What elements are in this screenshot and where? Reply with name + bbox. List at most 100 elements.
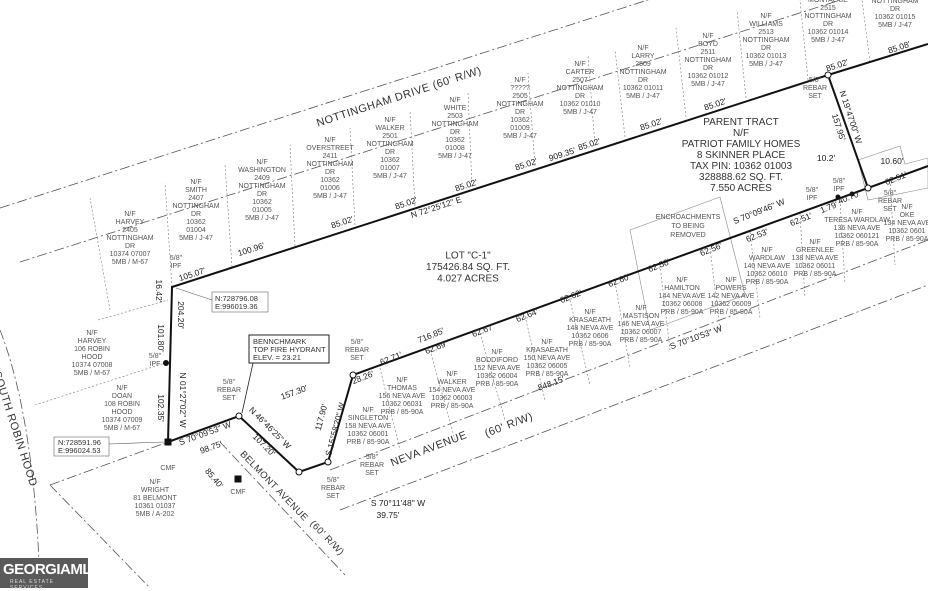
parcel-label-line: N/F — [851, 209, 862, 216]
parcel-label-line: N/F — [190, 179, 201, 186]
neva-north-row — [329, 239, 928, 471]
georgia-mls-logo: GEORGIAMLS REAL ESTATE SERVICES — [0, 558, 101, 591]
encroachment-outline — [629, 196, 746, 331]
dimension-label: S 70°11'48" W — [371, 498, 425, 508]
building-outline — [857, 145, 928, 201]
cmf-marker — [234, 475, 242, 483]
parcel-label-line: N/F — [760, 13, 771, 20]
parcel-label-line: 5MB / M-67 — [104, 425, 140, 432]
parcel-label-line: PRB / 85-90A — [710, 309, 753, 316]
street-belmont-rw: (60' R/W) — [307, 518, 346, 558]
parcel-label-line: POWERS — [715, 285, 746, 292]
dimension-label: N 72°25'12" E — [409, 194, 463, 220]
parcel-label-line: 10362 06009 — [711, 301, 752, 308]
parcel-label-line: NOTTINGHAM — [238, 183, 285, 190]
encroachments-note-line: ENCROACHMENTS — [656, 214, 721, 221]
parcel-label-line: DR — [515, 109, 525, 116]
rebar-marker — [295, 468, 303, 476]
dimension-label: 62.51' — [883, 169, 908, 187]
dimension-label: 85.40' — [203, 466, 226, 490]
logo-name: GEORGIAMLS — [3, 561, 101, 578]
rebar-marker — [349, 371, 357, 379]
lot-c1-label-line: 175426.84 SQ. FT. — [426, 262, 510, 273]
parcel-label-line: PRB / 85-90A — [526, 371, 569, 378]
dimension-label: 10.2' — [817, 153, 836, 163]
parcel-label-line: OKE — [900, 212, 915, 219]
parcel-label-line: SINGLETON — [348, 415, 388, 422]
monument-label-line: SET — [222, 395, 236, 402]
parcel-label-line: HOOD — [112, 409, 133, 416]
parcel-label-line: PRB / 85-90A — [620, 337, 663, 344]
monument-label-line: 5/8" — [809, 77, 822, 84]
parcel-label-line: PRB / 85-90A — [661, 309, 704, 316]
dimension-label-line: 28.26' — [350, 368, 375, 386]
monument-label-line: REBAR — [878, 198, 902, 205]
ipf-marker — [163, 360, 169, 366]
dimension-label: 39.75' — [377, 510, 400, 520]
parcel-label-line: WARDLAW — [749, 255, 785, 262]
dimension-label: 62.56' — [698, 240, 723, 258]
dimension-label-line: 10.60' — [881, 156, 904, 166]
parcel-label-line: 148 NEVA AVE — [567, 325, 614, 332]
benchmark-callout: BENNCHMARK TOP FIRE HYDRANT ELEV. = 23.2… — [241, 334, 330, 414]
parcel-label-line: DOAN — [112, 393, 132, 400]
parcel-label-line: 2509 — [635, 61, 651, 68]
parcel-label-line: 10362 — [186, 219, 206, 226]
monument-label-line: SET — [883, 206, 897, 213]
parcel-label-line: MONTAGUE — [808, 0, 848, 4]
parcel-label-line: 10362 — [510, 117, 530, 124]
parcel-label-line: 10362 01014 — [808, 29, 849, 36]
parcel-label-line: 150 NEVA AVE — [524, 355, 571, 362]
parent-tract-label-line: N/F — [733, 128, 749, 139]
parcel-label-line: 10362 01015 — [875, 14, 916, 21]
parcel-label-line: 156 NEVA AVE — [379, 393, 426, 400]
parcel-label-line: 10362 — [380, 157, 400, 164]
dimension-label: 85.02' — [703, 96, 728, 113]
dimension-label-line: S 70°10'53" W — [669, 323, 724, 351]
dimension-label: 85.02' — [330, 214, 355, 231]
parcel-label-line: PRB / 85-90A — [746, 279, 789, 286]
dimension-label: 62.58' — [646, 256, 671, 274]
parcel-label-line: 108 ROBIN — [104, 401, 140, 408]
cmf-marker — [164, 438, 172, 446]
dimension-label-line: 85.02' — [330, 214, 355, 231]
monument-label: 5/8"IPF — [149, 353, 162, 368]
parcel-label-line: NOTTINGHAM — [556, 85, 603, 92]
parcel-label-line: 5MB / J-47 — [878, 22, 912, 29]
parcel-label-line: 5MB / M-67 — [74, 370, 110, 377]
dimension-label-line: 102.35' — [156, 394, 166, 422]
parcel-label-line: 10362 0606 — [572, 333, 609, 340]
parcel-label-line: NOTTINGHAM — [871, 0, 918, 5]
parcel-label-line: 5MB / M-67 — [112, 259, 148, 266]
coord-east: E:996019.36 — [215, 302, 258, 311]
rebar-marker — [824, 71, 832, 79]
neva-line-extension — [867, 165, 928, 189]
parcel-label-line: 5MB / J-47 — [691, 81, 725, 88]
monument-label: 5/8"IPF — [170, 255, 183, 270]
parcel-label-line: HARVEY — [78, 338, 107, 345]
monument-label-line: SET — [326, 493, 340, 500]
parcel-label-line: 01005 — [252, 207, 272, 214]
parcel-label-line: 10362 01012 — [688, 73, 729, 80]
dimension-label-line: 157.95' — [830, 112, 848, 142]
parcel-label-line: 10362 — [320, 177, 340, 184]
belmont-sw-row — [49, 484, 151, 588]
monument-label-line: 5/8" — [149, 353, 162, 360]
parcel-label-line: WASHINGTON — [238, 167, 286, 174]
parcel-label-line: NOTTINGHAM — [619, 69, 666, 76]
parcel-label-line: CARTER — [566, 69, 595, 76]
parcel-label-line: N/F — [676, 277, 687, 284]
parcel-label-line: NOTTINGHAM — [804, 13, 851, 20]
parcel-label-line: 2503 — [447, 113, 463, 120]
parcel-label-line: 2407 — [188, 195, 204, 202]
parcel-label-line: 2411 — [322, 153, 337, 160]
